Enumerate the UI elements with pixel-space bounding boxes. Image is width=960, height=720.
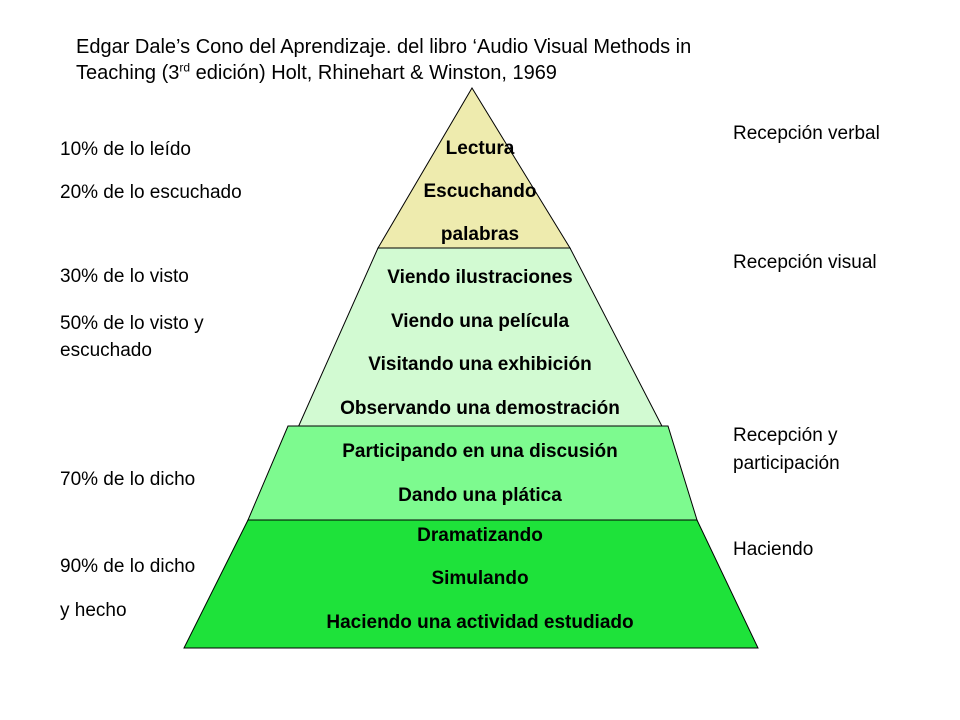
title-line-1: Edgar Dale’s Cono del Aprendizaje. del l… <box>76 36 692 58</box>
left-label-heard: 20% de lo escuchado <box>60 182 242 203</box>
pyramid-label-platica: Dando una plática <box>398 485 562 506</box>
pyramid-label-discusion: Participando en una discusión <box>342 441 618 462</box>
left-label-seen: 30% de lo visto <box>60 266 189 287</box>
right-label-verbal: Recepción verbal <box>733 123 880 144</box>
pyramid-label-demostracion: Observando una demostración <box>340 398 620 419</box>
pyramid-label-pelicula: Viendo una película <box>390 311 570 332</box>
left-label-read: 10% de lo leído <box>60 139 191 160</box>
title-line-2: Teaching (3rd edición) Holt, Rhinehart &… <box>76 60 557 84</box>
tier-doing-shape <box>183 519 759 649</box>
right-label-participation-1: Recepción y <box>733 425 838 446</box>
left-label-seen-heard-2: escuchado <box>60 340 152 361</box>
pyramid-label-lectura: Lectura <box>445 138 515 159</box>
right-label-participation-2: participación <box>733 453 840 474</box>
right-label-visual: Recepción visual <box>733 252 877 273</box>
pyramid-label-actividad: Haciendo una actividad estudiado <box>326 612 634 633</box>
left-label-said: 70% de lo dicho <box>60 469 196 490</box>
pyramid-label-escuchando: Escuchando <box>423 181 537 202</box>
left-label-seen-heard: 50% de lo visto y <box>60 313 204 334</box>
right-label-doing: Haciendo <box>733 539 814 560</box>
diagram-title: Edgar Dale’s Cono del Aprendizaje. del l… <box>76 34 876 86</box>
pyramid-label-palabras: palabras <box>440 224 520 245</box>
pyramid-label-simulando: Simulando <box>431 568 529 589</box>
pyramid-label-exhibicion: Visitando una exhibición <box>368 354 592 375</box>
left-label-said-done-2: y hecho <box>60 600 127 621</box>
pyramid-label-dramatizando: Dramatizando <box>417 525 543 546</box>
left-label-said-done: 90% de lo dicho <box>60 556 196 577</box>
pyramid-label-ilustraciones: Viendo ilustraciones <box>387 267 573 288</box>
